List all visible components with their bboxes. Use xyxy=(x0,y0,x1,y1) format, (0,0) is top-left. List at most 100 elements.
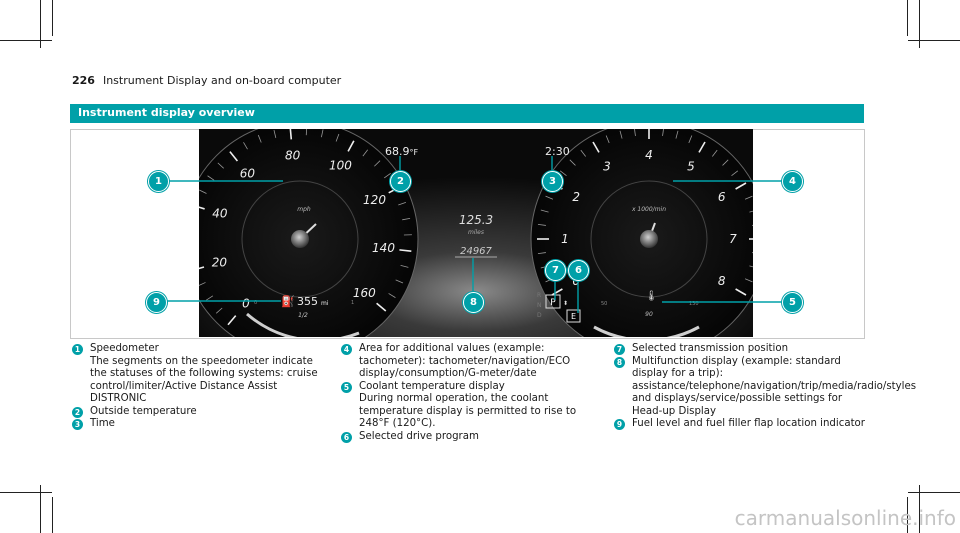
section-title: Instrument display overview xyxy=(78,106,255,119)
gear-arrows-icon: ⬍ xyxy=(563,300,568,307)
fuel-empty-label: 0 xyxy=(254,300,257,306)
tachometer-unit: x 1000/min xyxy=(631,206,666,213)
legend-column-1: 1 Speedometer The segments on the speedo… xyxy=(72,343,322,431)
speedometer-tick xyxy=(321,129,324,138)
speedometer-tick xyxy=(347,140,355,152)
page-header: 226 Instrument Display and on-board compu… xyxy=(72,74,341,87)
crop-mark xyxy=(908,492,960,493)
tachometer-tick-label: 5 xyxy=(687,159,695,173)
tachometer-tick xyxy=(580,149,587,157)
tachometer-tick xyxy=(569,159,576,166)
crop-mark xyxy=(52,0,53,36)
tachometer-tick xyxy=(749,265,753,268)
crop-mark xyxy=(0,492,52,493)
legend-column-2: 4 Area for additional values (example: t… xyxy=(341,343,601,443)
tachometer-tick xyxy=(744,195,753,200)
speedometer-tick xyxy=(199,189,207,194)
gear-r: R xyxy=(537,292,541,299)
tachometer-tick xyxy=(619,130,623,139)
speedometer-tick xyxy=(243,142,248,150)
callout-1: 1 xyxy=(148,171,169,192)
legend-title: Multifunction display (example: standard… xyxy=(632,355,917,417)
legend-title: Selected transmission position xyxy=(632,343,789,354)
legend-number: 3 xyxy=(72,419,83,430)
speedometer-tick xyxy=(289,129,293,140)
callout-2: 2 xyxy=(390,171,411,192)
tachometer-tick-label: 4 xyxy=(645,148,653,162)
speedometer-tick xyxy=(205,295,214,301)
speedometer-segment-bar xyxy=(246,312,360,337)
legend-number: 6 xyxy=(341,431,352,443)
outside-temperature: 68.9°F xyxy=(385,145,419,158)
legend-number: 9 xyxy=(614,419,625,430)
speedometer-hub xyxy=(291,230,309,248)
coolant-temperature-icon: 🌡 xyxy=(645,290,658,302)
tachometer-tick xyxy=(744,278,753,283)
coolant-segment-bar xyxy=(593,325,700,337)
clock-time: 2:30 xyxy=(545,145,570,158)
speedometer-unit: mph xyxy=(297,206,311,213)
tachometer-tick xyxy=(537,223,546,226)
legend-description: During normal operation, the coolant tem… xyxy=(359,393,577,429)
crop-mark xyxy=(40,485,41,533)
legend-item-2: 2 Outside temperature xyxy=(72,406,322,419)
tachometer-tick xyxy=(688,135,693,144)
legend-number: 4 xyxy=(341,344,352,355)
fuel-half-label: 1/2 xyxy=(298,312,308,319)
speedometer-tick-label: 100 xyxy=(329,158,352,172)
speedometer-tick-label: 20 xyxy=(212,256,228,270)
speedometer-tick xyxy=(335,133,340,142)
speedometer-tick xyxy=(388,293,396,298)
speedometer-tick xyxy=(362,149,369,157)
speedometer-tick xyxy=(402,217,411,221)
speedometer-tick-label: 40 xyxy=(212,207,228,221)
tachometer-tick xyxy=(711,149,718,157)
tachometer-hub xyxy=(640,230,658,248)
speedometer-tick xyxy=(199,282,206,286)
tachometer-tick-label: 7 xyxy=(729,232,737,246)
callout-6: 6 xyxy=(568,260,589,281)
legend-item-7: 7 Selected transmission position xyxy=(614,343,874,356)
gear-n: N xyxy=(537,302,542,309)
trip-distance: 125.3 xyxy=(459,213,493,227)
tachometer-tick xyxy=(592,141,600,153)
coolant-mark-50: 50 xyxy=(601,301,607,307)
legend-column-3: 7 Selected transmission position 8 Multi… xyxy=(614,343,917,431)
legend-item-5: 5 Coolant temperature display During nor… xyxy=(341,381,601,431)
tachometer-tick xyxy=(735,288,747,296)
outside-temperature-unit: °F xyxy=(410,148,419,157)
speedometer-tick xyxy=(207,175,215,181)
tachometer-tick-label: 3 xyxy=(603,159,611,173)
tachometer-tick-label: 1 xyxy=(561,232,569,246)
legend-item-4: 4 Area for additional values (example: t… xyxy=(341,343,601,381)
tachometer-tick xyxy=(698,141,706,153)
tachometer-tick-label: 2 xyxy=(572,190,580,204)
tachometer-tick xyxy=(749,210,753,213)
speedometer-tick xyxy=(399,249,412,252)
watermark: carmanualsonline.info xyxy=(734,506,956,530)
speedometer-tick xyxy=(199,266,205,270)
tachometer-tick xyxy=(731,170,739,177)
legend-title: Speedometer xyxy=(90,343,159,354)
legend-title: Outside temperature xyxy=(90,405,197,417)
page-number: 226 xyxy=(72,74,95,87)
page-header-title: Instrument Display and on-board computer xyxy=(102,74,342,87)
legend-title: Fuel level and fuel filler flap location… xyxy=(632,418,865,429)
speedometer-tick xyxy=(395,279,404,284)
callout-7: 7 xyxy=(545,260,566,281)
tachometer-tick xyxy=(540,209,549,213)
callout-8: 8 xyxy=(463,292,484,313)
tachometer-tick-label: 6 xyxy=(718,190,726,204)
fuel-pump-icon: ⛽ xyxy=(281,295,295,308)
tachometer-tick xyxy=(634,129,636,136)
tachometer-tick xyxy=(735,182,747,190)
legend-item-9: 9 Fuel level and fuel filler flap locati… xyxy=(614,418,874,431)
speedometer-tick xyxy=(217,162,224,169)
speedometer-tick xyxy=(215,307,223,314)
legend-item-3: 3 Time xyxy=(72,418,322,431)
tachometer-tick xyxy=(545,195,554,200)
speedometer-tick-label: 60 xyxy=(240,166,256,180)
crop-mark xyxy=(52,497,53,533)
legend-number: 5 xyxy=(341,381,352,393)
